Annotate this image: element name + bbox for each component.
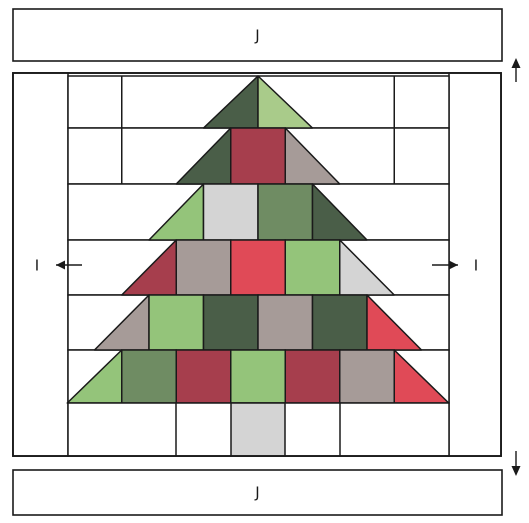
tree-square bbox=[230, 127, 286, 185]
up-arrow-icon bbox=[511, 58, 521, 68]
tree-square bbox=[230, 239, 286, 296]
tree-square bbox=[284, 349, 341, 404]
tree-square bbox=[202, 294, 259, 351]
right-side-label: I bbox=[474, 257, 478, 275]
tree-trunk bbox=[230, 402, 286, 457]
right-arrow-icon bbox=[449, 260, 458, 270]
right-side-label-group: I bbox=[432, 257, 478, 275]
block-frame bbox=[12, 72, 502, 457]
left-arrow-icon bbox=[56, 260, 65, 270]
tree-square bbox=[284, 239, 341, 296]
top-border-strip: J bbox=[12, 8, 503, 62]
tree-square bbox=[257, 294, 314, 351]
tree-square bbox=[339, 349, 395, 404]
down-arrow-icon bbox=[511, 466, 521, 476]
height-dimension-arrows bbox=[511, 58, 521, 476]
left-side-label-group: I bbox=[35, 257, 82, 275]
tree-square bbox=[175, 349, 232, 404]
tree-square bbox=[202, 183, 259, 241]
tree-square bbox=[148, 294, 205, 351]
tree-square bbox=[175, 239, 232, 296]
tree-square bbox=[311, 294, 368, 351]
tree-square bbox=[257, 183, 314, 241]
top-border-label: J bbox=[254, 27, 259, 45]
tree-square bbox=[230, 349, 286, 404]
bottom-border-label: J bbox=[254, 484, 259, 502]
left-side-label: I bbox=[35, 257, 39, 275]
bottom-border-strip: J bbox=[12, 469, 503, 516]
tree-square bbox=[121, 349, 177, 404]
tree-block bbox=[12, 72, 502, 457]
